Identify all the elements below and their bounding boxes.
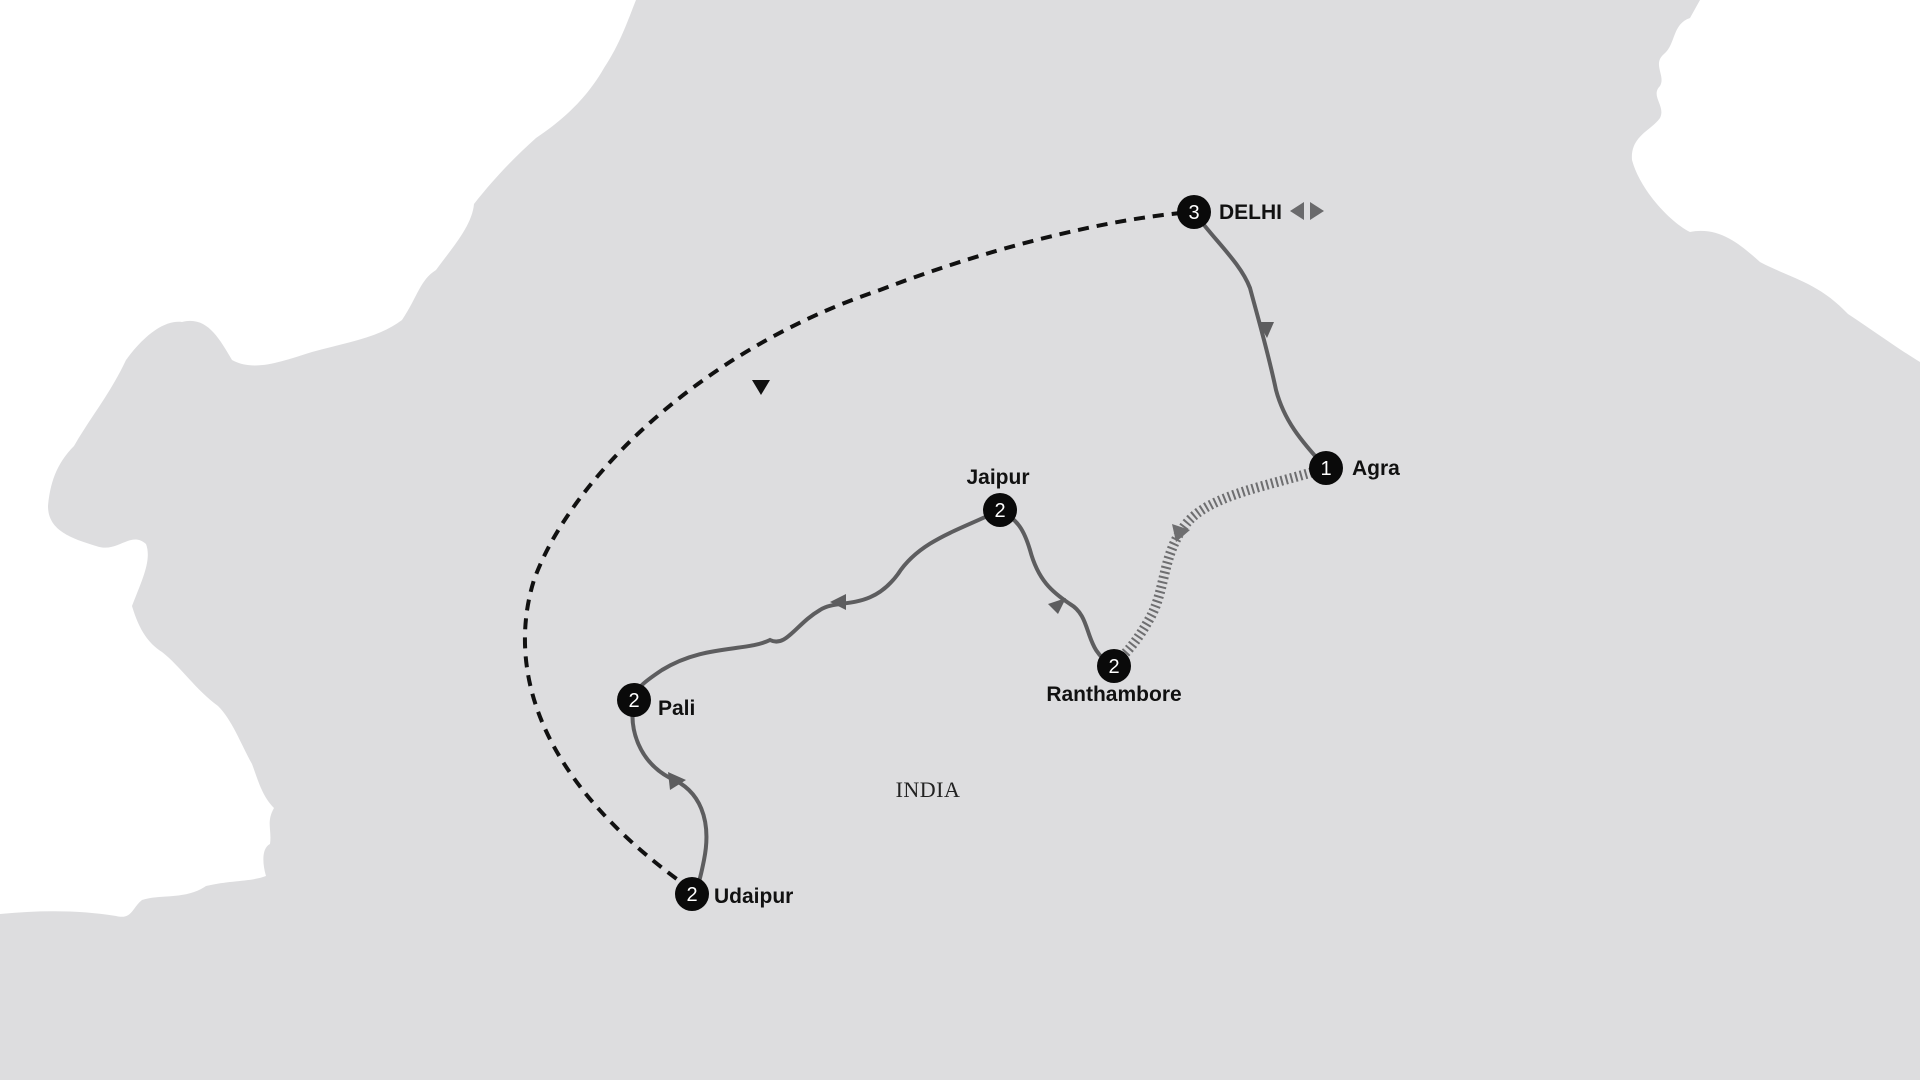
stop-marker: [983, 493, 1017, 527]
stop-label: Pali: [658, 697, 695, 720]
stop-marker: [617, 683, 651, 717]
route-direction-arrow-icon: [1048, 598, 1066, 614]
route-direction-arrow-icon: [752, 380, 770, 395]
country-label: INDIA: [896, 777, 961, 802]
route-delhi-agra: [1192, 210, 1328, 470]
stop-marker: [1097, 649, 1131, 683]
stop-nights: 2: [1108, 656, 1119, 678]
route-pali-udaipur: [630, 699, 709, 896]
route-ranthambore-jaipur: [999, 508, 1115, 668]
route-direction-arrow-icon: [830, 594, 846, 610]
stop-jaipur[interactable]: 2 Jaipur: [966, 466, 1030, 527]
stop-marker: [1309, 451, 1343, 485]
stop-nights: 2: [628, 690, 639, 712]
stop-nights: 2: [994, 500, 1005, 522]
stop-marker: [675, 877, 709, 911]
stop-label: Udaipur: [714, 885, 793, 908]
stop-nights: 2: [686, 884, 697, 906]
route-direction-arrow-icon: [1258, 322, 1274, 338]
stop-agra[interactable]: 1 Agra: [1309, 451, 1400, 485]
route-direction-arrow-icon: [1172, 524, 1190, 542]
route-udaipur-delhi-flight: [522, 210, 1195, 892]
stop-nights: 1: [1320, 458, 1331, 480]
stop-label: Jaipur: [966, 466, 1029, 489]
stop-label: Agra: [1352, 457, 1400, 480]
start-end-arrows-icon: [1290, 202, 1324, 220]
route-agra-ranthambore-rail: [1112, 463, 1328, 666]
stop-label: DELHI: [1219, 201, 1282, 224]
stop-udaipur[interactable]: 2 Udaipur: [675, 877, 793, 911]
route-direction-arrow-icon: [668, 772, 686, 790]
route-jaipur-pali: [632, 508, 1001, 701]
stop-label: Ranthambore: [1046, 683, 1181, 706]
stop-delhi[interactable]: 3 DELHI: [1177, 195, 1282, 229]
stop-ranthambore[interactable]: 2 Ranthambore: [1046, 649, 1182, 706]
stop-marker: [1177, 195, 1211, 229]
stop-pali[interactable]: 2 Pali: [617, 683, 695, 720]
stop-nights: 3: [1188, 202, 1199, 224]
